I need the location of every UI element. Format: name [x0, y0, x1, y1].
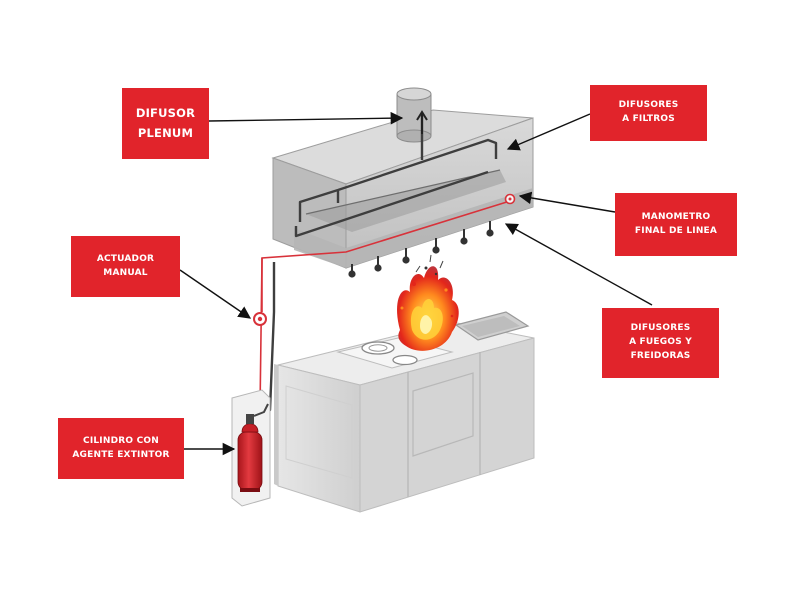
leader-lines: [179, 111, 653, 456]
leader-filtros: [506, 113, 591, 151]
label-line: FINAL DE LINEA: [634, 225, 718, 236]
label-line: ACTUADOR: [96, 253, 155, 264]
label-manometro: MANOMETRO FINAL DE LINEA: [615, 193, 737, 256]
label-line: MANOMETRO: [641, 211, 711, 222]
label-actuador-manual: ACTUADOR MANUAL: [71, 236, 180, 297]
cooking-line: [274, 311, 535, 513]
label-line: DIFUSORES: [630, 323, 691, 334]
plenum-nozzle-icon: [416, 110, 428, 134]
label-cilindro: CILINDRO CON AGENTE EXTINTOR: [58, 418, 184, 479]
label-difusores-filtros: DIFUSORES A FILTROS: [590, 85, 707, 141]
leader-fuegos: [504, 223, 653, 306]
burner-2: [392, 354, 418, 366]
kitchen-hood: [271, 87, 534, 269]
label-line: CILINDRO CON: [83, 435, 159, 446]
label-line: PLENUM: [137, 125, 194, 140]
detection-line: [259, 200, 511, 411]
label-line: MANUAL: [103, 267, 148, 278]
label-line: A FUEGOS Y: [629, 337, 692, 348]
pressure-gauge-icon: [504, 193, 516, 205]
leader-plenum: [208, 111, 404, 125]
fire-extinguisher-cylinder-icon: [231, 389, 271, 507]
label-line: FREIDORAS: [630, 350, 691, 361]
label-line: DIFUSOR: [135, 105, 196, 120]
appliance-nozzles: [348, 221, 494, 278]
label-line: AGENTE EXTINTOR: [72, 449, 170, 460]
manual-actuator-icon: [253, 312, 267, 326]
burner-1: [361, 341, 395, 355]
label-difusor-plenum: DIFUSOR PLENUM: [122, 88, 209, 159]
leader-actuador: [179, 269, 252, 319]
flame-icon: [397, 254, 459, 351]
label-line: DIFUSORES: [618, 100, 679, 111]
label-difusores-fuegos: DIFUSORES A FUEGOS Y FREIDORAS: [602, 308, 719, 378]
label-line: A FILTROS: [622, 114, 675, 124]
leader-manometro: [518, 191, 616, 213]
